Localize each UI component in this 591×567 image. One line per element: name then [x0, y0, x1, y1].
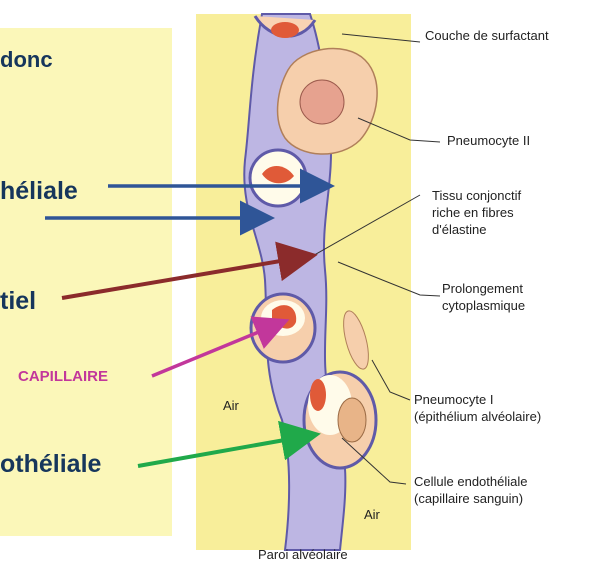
- caption: Paroi alvéolaire: [258, 546, 348, 563]
- text-interstitiel: tiel: [0, 287, 36, 316]
- label-cellule-2: (capillaire sanguin): [414, 490, 523, 507]
- label-cellule-1: Cellule endothéliale: [414, 473, 527, 490]
- label-pneumocyte-i-2: (épithélium alvéolaire): [414, 408, 541, 425]
- red-blood-cell: [271, 22, 299, 38]
- label-prolongement-1: Prolongement: [442, 280, 523, 297]
- label-tissu-1: Tissu conjonctif: [432, 187, 521, 204]
- label-tissu-3: d'élastine: [432, 221, 487, 238]
- red-blood-cell: [310, 379, 326, 411]
- label-pneumocyte-i-1: Pneumocyte I: [414, 391, 494, 408]
- text-capillaire: CAPILLAIRE: [18, 368, 108, 385]
- endothelial-nucleus: [338, 398, 366, 442]
- pneumocyte-ii-nucleus: [300, 80, 344, 124]
- label-prolongement-2: cytoplasmique: [442, 297, 525, 314]
- text-donc: donc: [0, 47, 53, 73]
- label-air-left: Air: [223, 397, 239, 414]
- label-surfactant: Couche de surfactant: [425, 27, 549, 44]
- label-air-right: Air: [364, 506, 380, 523]
- label-pneumocyte-ii: Pneumocyte II: [447, 132, 530, 149]
- text-endotheliale: othéliale: [0, 450, 101, 479]
- label-tissu-2: riche en fibres: [432, 204, 514, 221]
- text-epitheliale: héliale: [0, 177, 78, 206]
